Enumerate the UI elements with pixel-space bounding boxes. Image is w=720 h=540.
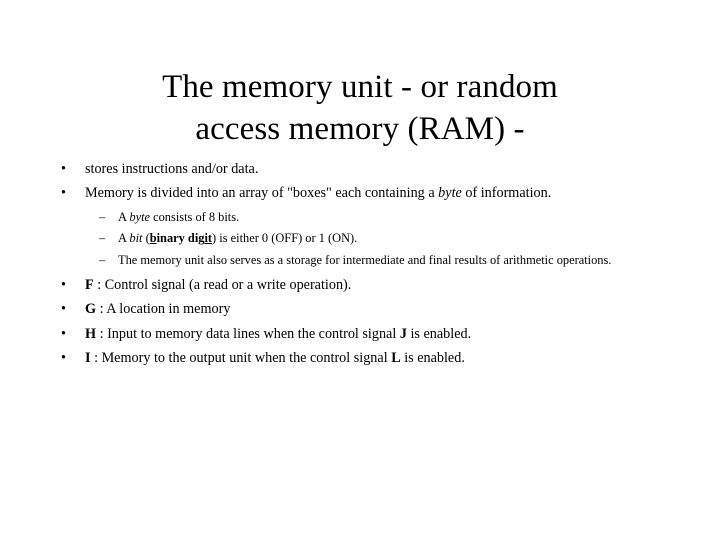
bullet-list-level-2: – A byte consists of 8 bits. – A bit (bi… bbox=[0, 207, 720, 271]
bullet-text-pre: Memory is divided into an array of "boxe… bbox=[85, 185, 439, 201]
sub-bullet-item-bit-definition: – A bit (binary digit) is either 0 (OFF)… bbox=[0, 228, 720, 249]
sub-bullet-text-underline-it: it bbox=[204, 231, 213, 246]
bullet-text-post: of information. bbox=[461, 185, 552, 201]
sub-bullet-text-mid: ( bbox=[142, 231, 150, 246]
bullet-marker-icon: • bbox=[61, 185, 66, 201]
slide-title-line-2: access memory (RAM) - bbox=[195, 111, 525, 148]
bullet-text: : A location in memory bbox=[96, 301, 231, 318]
bullet-text: : Control signal (a read or a write oper… bbox=[93, 276, 352, 293]
sub-bullet-text-italic-byte: byte bbox=[129, 210, 151, 224]
bullet-marker-icon: • bbox=[61, 161, 66, 177]
bullet-text: stores instructions and/or data. bbox=[85, 161, 259, 177]
sub-bullet-item-byte-bits: – A byte consists of 8 bits. bbox=[0, 207, 720, 228]
bullet-label-g: G bbox=[85, 301, 97, 318]
bullet-text-post: is enabled. bbox=[400, 350, 465, 367]
bullet-label-h: H bbox=[85, 325, 97, 342]
bullet-text-italic-byte: byte bbox=[438, 185, 462, 201]
bullet-list-level-1: • stores instructions and/or data. • Mem… bbox=[0, 158, 720, 370]
dash-marker-icon: – bbox=[99, 210, 106, 224]
bullet-item-h-input: • H : Input to memory data lines when th… bbox=[0, 323, 720, 345]
sub-bullet-text-underline-b: b bbox=[149, 231, 157, 246]
sub-bullet-text-pre: A bbox=[118, 231, 130, 246]
bullet-marker-icon: • bbox=[61, 276, 66, 293]
bullet-marker-icon: • bbox=[61, 325, 66, 342]
sub-bullet-text-plain-inary-dig: inary dig bbox=[156, 231, 205, 246]
dash-marker-icon: – bbox=[99, 252, 106, 267]
bullet-label-f: F bbox=[85, 276, 94, 293]
bullet-marker-icon: • bbox=[61, 301, 66, 318]
bullet-item-g-location: • G : A location in memory bbox=[0, 298, 720, 320]
sub-bullet-group: – A byte consists of 8 bits. – A bit (bi… bbox=[0, 207, 720, 271]
dash-marker-icon: – bbox=[99, 231, 106, 246]
bullet-text-pre: : Input to memory data lines when the co… bbox=[96, 325, 400, 342]
bullet-signal-j: J bbox=[399, 325, 407, 342]
sub-bullet-text: The memory unit also serves as a storage… bbox=[118, 252, 612, 267]
bullet-item-stores-instructions: • stores instructions and/or data. bbox=[0, 158, 720, 181]
bullet-signal-l: L bbox=[391, 350, 401, 367]
bullet-marker-icon: • bbox=[61, 350, 66, 367]
sub-bullet-text-pre: A bbox=[118, 210, 130, 224]
sub-bullet-text-post: ) is either 0 (OFF) or 1 (ON). bbox=[212, 231, 358, 246]
bullet-text-pre: : Memory to the output unit when the con… bbox=[90, 350, 392, 367]
sub-bullet-item-storage-results: – The memory unit also serves as a stora… bbox=[0, 250, 720, 271]
bullet-label-i: I bbox=[85, 350, 91, 367]
bullet-text-post: is enabled. bbox=[406, 325, 472, 342]
bullet-item-i-output: • I : Memory to the output unit when the… bbox=[0, 347, 720, 369]
slide-title: The memory unit - or random access memor… bbox=[60, 66, 660, 150]
bullet-item-memory-divided: • Memory is divided into an array of "bo… bbox=[0, 182, 720, 205]
slide-body: • stores instructions and/or data. • Mem… bbox=[0, 158, 720, 372]
sub-bullet-text-italic-bit: bit bbox=[129, 231, 143, 246]
sub-bullet-text-post: consists of 8 bits. bbox=[150, 210, 240, 224]
slide-title-line-1: The memory unit - or random bbox=[162, 69, 558, 106]
bullet-item-f-control-signal: • F : Control signal (a read or a write … bbox=[0, 274, 720, 296]
